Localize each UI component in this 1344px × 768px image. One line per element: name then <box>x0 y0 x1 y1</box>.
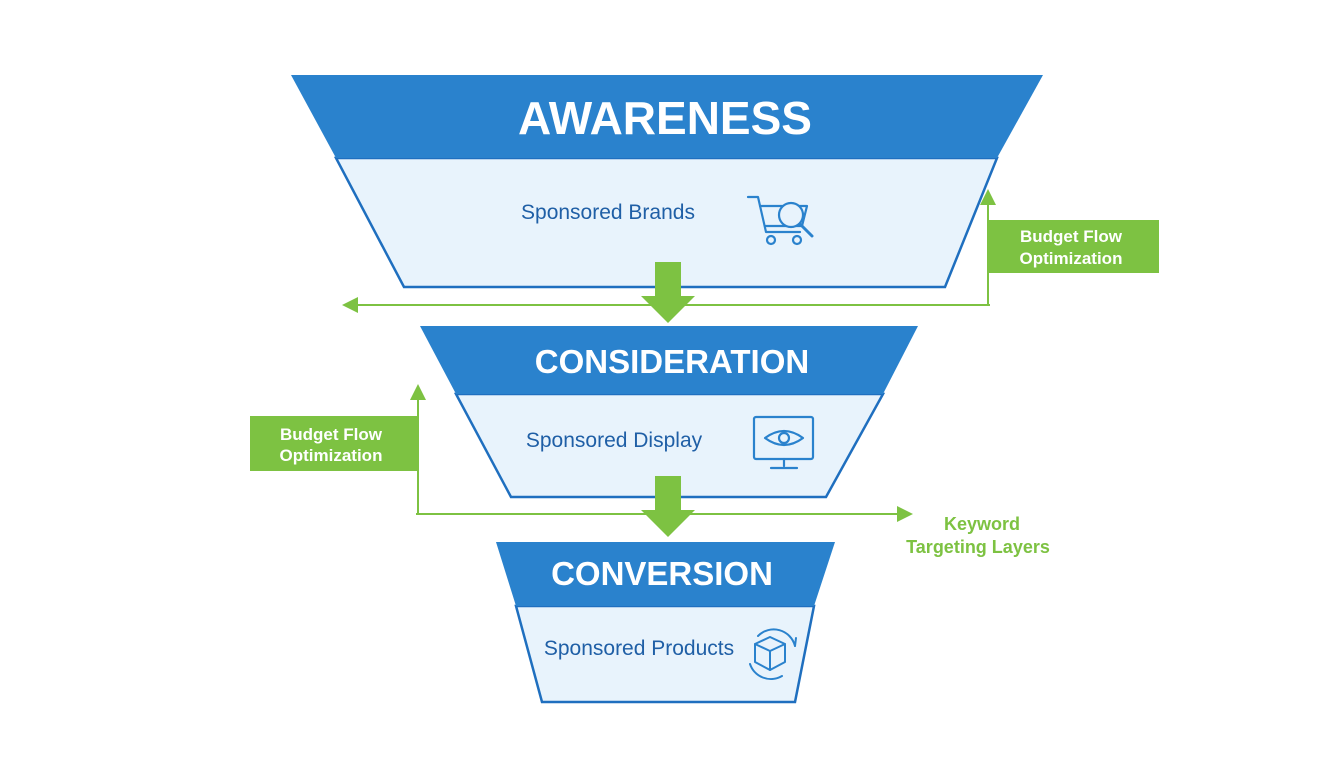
sponsored-display-label: Sponsored Display <box>526 429 703 452</box>
funnel-stage-consideration: CONSIDERATION Sponsored Display <box>420 326 918 499</box>
keyword-targeting-line2: Targeting Layers <box>906 537 1050 557</box>
down-arrow-consideration-to-conversion <box>641 476 695 537</box>
awareness-header <box>291 75 1043 158</box>
box-refresh-icon <box>749 628 797 681</box>
budget-flow-badge-right: Budget Flow Optimization <box>988 220 1159 273</box>
conversion-title: CONVERSION <box>551 555 773 592</box>
sponsored-brands-label: Sponsored Brands <box>521 201 695 224</box>
monitor-eye-icon <box>752 415 815 470</box>
funnel-stage-conversion: CONVERSION Sponsored Products <box>496 542 835 704</box>
budget-flow-badge-right-bg <box>988 220 1159 273</box>
budget-flow-left-line1: Budget Flow <box>280 425 383 444</box>
budget-flow-badge-left: Budget Flow Optimization <box>250 416 418 471</box>
consideration-header <box>420 326 918 394</box>
shopping-cart-search-icon <box>746 195 814 246</box>
keyword-targeting-line1: Keyword <box>944 514 1020 534</box>
budget-flow-right-line2: Optimization <box>1020 249 1123 268</box>
budget-flow-right-line1: Budget Flow <box>1020 227 1123 246</box>
consideration-title: CONSIDERATION <box>535 343 809 380</box>
budget-flow-left-line2: Optimization <box>280 446 383 465</box>
down-arrow-awareness-to-consideration <box>641 262 695 323</box>
awareness-title: AWARENESS <box>518 92 812 144</box>
sponsored-products-label: Sponsored Products <box>544 637 734 660</box>
funnel-stage-awareness: AWARENESS Sponsored Brands <box>291 75 1043 289</box>
conversion-header <box>496 542 835 606</box>
budget-flow-badge-left-bg <box>250 416 418 471</box>
